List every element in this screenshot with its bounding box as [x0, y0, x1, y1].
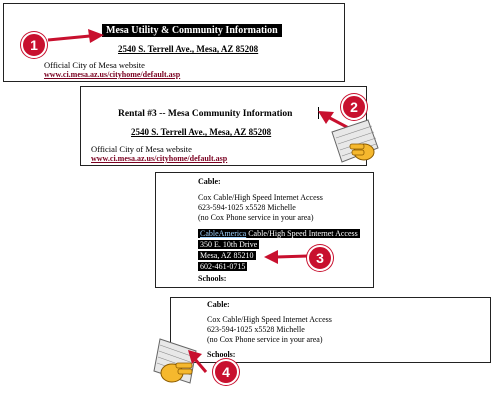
cable-heading: Cable:: [198, 177, 221, 186]
selected-title-text[interactable]: Mesa Utility & Community Information: [102, 24, 282, 37]
cableamerica-link[interactable]: CableAmerica: [200, 229, 247, 238]
official-site-label: Official City of Mesa website: [91, 144, 192, 154]
document-panel-2: Rental #3 -- Mesa Community Information …: [80, 86, 367, 166]
callout-badge-2: 2: [341, 94, 367, 120]
cox-line-2: 623-594-1025 x5528 Michelle: [198, 203, 296, 212]
cableamerica-desc: Cable/High Speed Internet Access: [246, 229, 358, 238]
cox-line-2: 623-594-1025 x5528 Michelle: [207, 325, 305, 334]
callout-badge-3: 3: [307, 245, 333, 271]
city-website-link[interactable]: www.ci.mesa.az.us/cityhome/default.asp: [91, 154, 228, 163]
cox-line-1: Cox Cable/High Speed Internet Access: [207, 315, 332, 324]
keyboard-hand-icon: [331, 119, 379, 163]
cox-line-3: (no Cox Phone service in your area): [207, 335, 323, 344]
cox-line-1: Cox Cable/High Speed Internet Access: [198, 193, 323, 202]
document-panel-4: Cable: Cox Cable/High Speed Internet Acc…: [170, 297, 491, 363]
callout-badge-1: 1: [21, 32, 47, 58]
edited-title-text[interactable]: Rental #3 -- Mesa Community Information: [118, 109, 293, 119]
text-cursor: [318, 107, 319, 119]
city-website-link[interactable]: www.ci.mesa.az.us/cityhome/default.asp: [44, 70, 181, 79]
callout-badge-4: 4: [213, 359, 239, 385]
cableamerica-phone: 602-461-0715: [198, 262, 248, 271]
address-line: 2540 S. Terrell Ave., Mesa, AZ 85208: [118, 44, 259, 54]
cableamerica-address-1: 350 E. 10th Drive: [198, 240, 260, 249]
document-panel-1: Mesa Utility & Community Information 254…: [3, 3, 345, 82]
cable-heading: Cable:: [207, 300, 230, 309]
cox-line-3: (no Cox Phone service in your area): [198, 213, 314, 222]
official-site-label: Official City of Mesa website: [44, 60, 145, 70]
address-line: 2540 S. Terrell Ave., Mesa, AZ 85208: [131, 127, 272, 137]
schools-heading: Schools:: [198, 274, 227, 283]
selected-cableamerica-block[interactable]: CableAmerica Cable/High Speed Internet A…: [198, 228, 360, 272]
schools-heading: Schools:: [207, 350, 236, 359]
document-panel-3: Cable: Cox Cable/High Speed Internet Acc…: [155, 172, 374, 288]
keyboard-hand-icon: [153, 338, 197, 384]
cableamerica-address-2: Mesa, AZ 85210: [198, 251, 256, 260]
